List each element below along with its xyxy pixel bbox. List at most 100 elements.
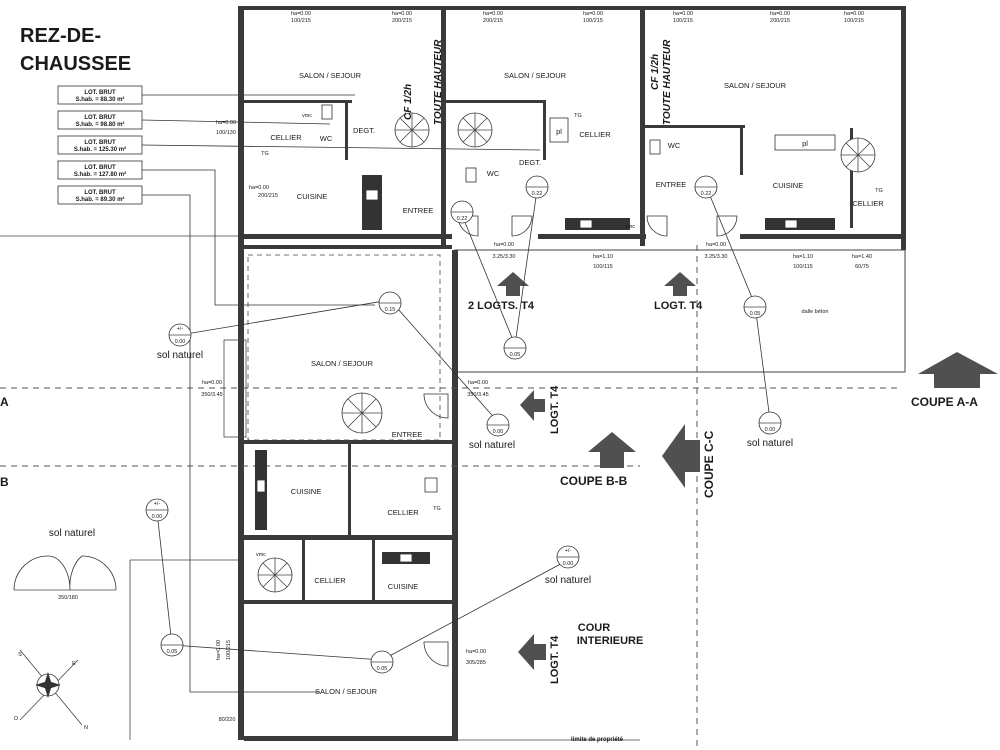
- terrain-sol-naturel: sol naturel: [49, 528, 95, 539]
- svg-text:ha=0.00: ha=0.00: [770, 11, 790, 17]
- level-marker: 0.05: [503, 336, 527, 360]
- dalle-area: [454, 249, 906, 373]
- lot-box: LOT. BRUT S.hab. = 127.80 m²: [57, 160, 143, 180]
- logement-label: LOGT. T4: [654, 300, 703, 312]
- wall-note-toute-hauteur: TOUTE HAUTEUR: [433, 39, 444, 125]
- compass-label: N: [84, 725, 88, 731]
- terrain-sol-naturel: sol naturel: [747, 438, 793, 449]
- room-cuisine: CUISINE: [388, 582, 418, 591]
- compass-label: O: [14, 716, 19, 722]
- svg-text:0.05: 0.05: [167, 649, 178, 655]
- limite-label: limite de propriété: [571, 737, 624, 743]
- cour-label-line-2: INTERIEURE: [577, 635, 644, 647]
- wall-note-cf: CF 1/2h: [403, 84, 414, 120]
- svg-text:ha=0.00: ha=0.00: [583, 11, 603, 17]
- svg-text:100/215: 100/215: [291, 18, 311, 24]
- plan-title-line-1: REZ-DE-: [20, 25, 101, 47]
- room-salon-sejour: SALON / SEJOUR: [311, 359, 374, 368]
- room-labels: SALON / SEJOUR SALON / SEJOUR SALON / SE…: [256, 71, 884, 696]
- label-tg: TG: [261, 151, 269, 157]
- svg-text:0.22: 0.22: [532, 191, 543, 197]
- label-vmc: vmc: [302, 113, 312, 119]
- lot-surface: S.hab. = 127.80 m²: [74, 171, 126, 178]
- room-entree: ENTREE: [403, 206, 433, 215]
- logement-label: LOGT. T4: [549, 635, 561, 684]
- svg-text:0.00: 0.00: [493, 429, 504, 435]
- label-tg: TG: [433, 506, 441, 512]
- lot-surface: S.hab. = 125.30 m²: [74, 146, 126, 153]
- room-cuisine: CUISINE: [297, 192, 327, 201]
- lot-label: LOT. BRUT: [84, 140, 116, 146]
- svg-text:350/3.45: 350/3.45: [201, 392, 222, 398]
- svg-text:ha=0.00: ha=0.00: [483, 11, 503, 17]
- room-salon-sejour: SALON / SEJOUR: [724, 81, 787, 90]
- svg-text:ha=0.00: ha=0.00: [673, 11, 693, 17]
- room-pl: pl: [802, 139, 808, 148]
- left-arrow: [518, 634, 546, 670]
- label-tg: TG: [875, 188, 883, 194]
- wall-note-toute-hauteur: TOUTE HAUTEUR: [662, 39, 673, 125]
- section-edge-label-b: B: [0, 475, 9, 489]
- svg-text:ha=0.00: ha=0.00: [706, 242, 726, 248]
- svg-text:350/180: 350/180: [58, 595, 78, 601]
- svg-text:3.25/3.30: 3.25/3.30: [705, 254, 728, 260]
- lot-box: LOT. BRUT S.hab. = 98.80 m²: [57, 110, 143, 130]
- svg-text:0.05: 0.05: [750, 311, 761, 317]
- svg-text:ha=1.10: ha=1.10: [793, 254, 813, 260]
- svg-text:200/215: 200/215: [392, 18, 412, 24]
- room-degt: DEGT.: [519, 158, 541, 167]
- room-salon-sejour: SALON / SEJOUR: [504, 71, 567, 80]
- left-arrow: [520, 390, 545, 421]
- svg-text:100/215: 100/215: [226, 640, 232, 660]
- section-markers: COUPE A-A A COUPE B-B B COUPE C-C: [0, 352, 998, 498]
- svg-text:+/-: +/-: [154, 501, 161, 507]
- svg-text:ha=0.00: ha=0.00: [494, 242, 514, 248]
- svg-text:100/115: 100/115: [593, 264, 612, 270]
- up-arrow: [664, 272, 696, 296]
- lot-box: LOT. BRUT S.hab. = 88.30 m²: [57, 85, 143, 105]
- terrain-sol-naturel: sol naturel: [469, 440, 515, 451]
- room-wc: WC: [320, 134, 333, 143]
- room-cellier: CELLIER: [579, 130, 611, 139]
- label-tg: TG: [574, 113, 582, 119]
- svg-text:100/130: 100/130: [216, 130, 236, 136]
- dalle-label: dalle béton: [802, 309, 829, 315]
- svg-text:ha=0.00: ha=0.00: [249, 185, 269, 191]
- lot-surface: S.hab. = 88.30 m²: [76, 96, 125, 103]
- svg-text:0.05: 0.05: [510, 352, 521, 358]
- svg-text:60/75: 60/75: [855, 264, 869, 270]
- svg-text:200/215: 200/215: [483, 18, 503, 24]
- up-arrow: [497, 272, 529, 296]
- section-edge-label-a: A: [0, 395, 9, 409]
- section-label-a: COUPE A-A: [911, 395, 978, 409]
- logement-label: 2 LOGTS. T4: [468, 300, 535, 312]
- svg-text:0.05: 0.05: [377, 666, 388, 672]
- svg-text:ha=1.10: ha=1.10: [593, 254, 613, 260]
- compass-label: E: [72, 661, 76, 667]
- lot-surface: S.hab. = 98.80 m²: [76, 121, 125, 128]
- level-marker: 0.22: [525, 175, 549, 199]
- lot-surface: S.hab. = 89.30 m²: [76, 196, 125, 203]
- room-entree: ENTREE: [656, 180, 686, 189]
- staircase: [257, 557, 293, 593]
- room-cuisine: CUISINE: [291, 487, 321, 496]
- svg-text:+/-: +/-: [177, 326, 184, 332]
- room-cellier: CELLIER: [852, 199, 884, 208]
- svg-text:ha=0.00: ha=0.00: [202, 380, 222, 386]
- svg-text:100/215: 100/215: [583, 18, 603, 24]
- level-marker: 0.05: [160, 633, 184, 657]
- room-wc: WC: [487, 169, 500, 178]
- svg-text:ha=0.00: ha=0.00: [468, 380, 488, 386]
- svg-text:100/115: 100/115: [793, 264, 812, 270]
- svg-text:80/220: 80/220: [219, 717, 236, 723]
- section-arrow-b: [588, 432, 636, 468]
- staircase: [394, 112, 430, 148]
- logement-labels: 2 LOGTS. T4 LOGT. T4 LOGT. T4 LOGT. T4: [468, 272, 703, 684]
- svg-text:305/285: 305/285: [466, 660, 486, 666]
- label-vmc: vmc: [625, 224, 635, 230]
- svg-text:350/3.45: 350/3.45: [467, 392, 488, 398]
- lot-legend: LOT. BRUT S.hab. = 88.30 m² LOT. BRUT S.…: [57, 85, 541, 693]
- level-marker: 0.05: [743, 295, 767, 319]
- wall-note-cf: CF 1/2h: [650, 54, 661, 90]
